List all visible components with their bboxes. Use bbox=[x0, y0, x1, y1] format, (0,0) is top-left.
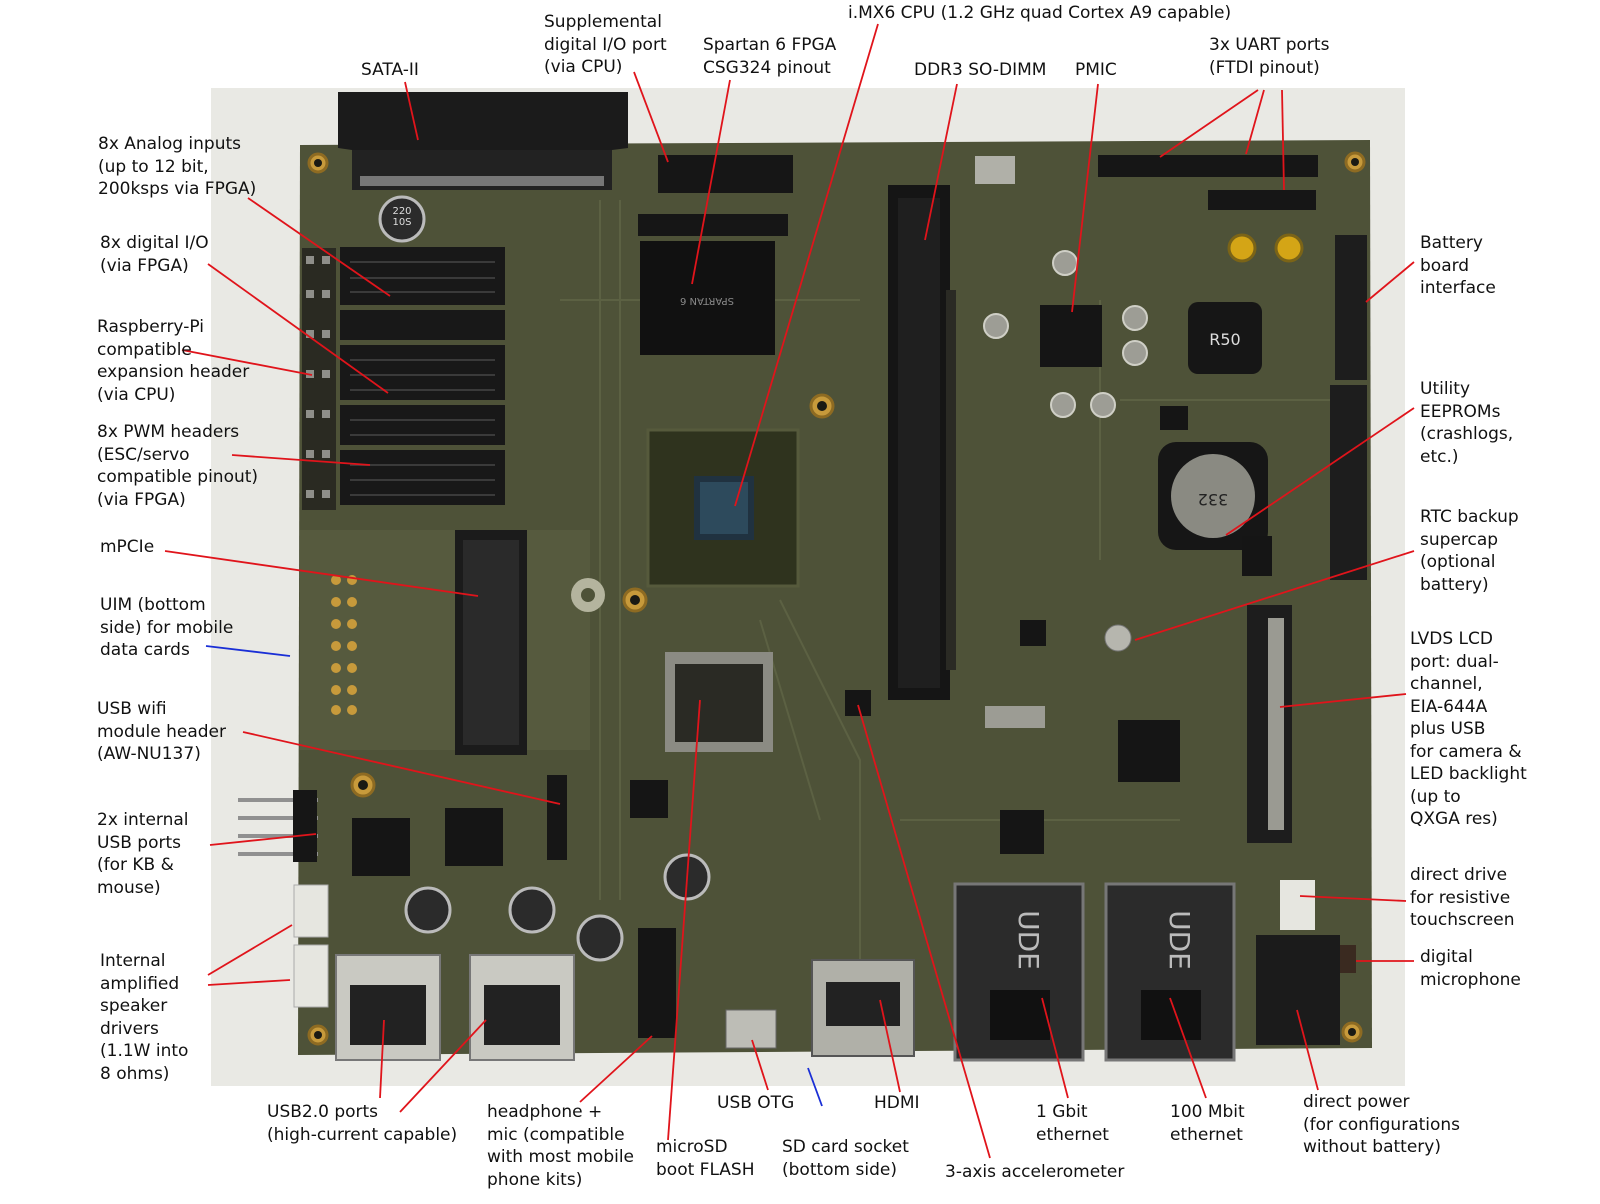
sata-connector bbox=[338, 92, 628, 190]
label-usb-otg: USB OTG bbox=[717, 1093, 795, 1113]
headphone-jack bbox=[638, 928, 676, 1038]
speaker-connectors bbox=[293, 884, 329, 1008]
touchscreen-connector bbox=[1280, 880, 1315, 930]
label-microphone: digital microphone bbox=[1420, 947, 1521, 990]
usb-otg-port bbox=[725, 1009, 777, 1049]
label-speaker: Internal amplified speaker drivers (1.1W… bbox=[100, 951, 189, 1084]
ddr3-sodimm-slot bbox=[888, 156, 1045, 728]
rpi-pin-header bbox=[302, 248, 336, 510]
svg-text:10S: 10S bbox=[392, 217, 411, 228]
label-gbit-eth: 1 Gbit ethernet bbox=[1036, 1102, 1109, 1145]
label-uim: UIM (bottom side) for mobile data cards bbox=[100, 595, 234, 660]
svg-text:UDE: UDE bbox=[1012, 910, 1045, 970]
capacitor-top: 220 10S bbox=[378, 195, 426, 243]
label-usb2: USB2.0 ports (high-current capable) bbox=[267, 1102, 458, 1145]
digital-microphone bbox=[1340, 945, 1356, 973]
label-analog: 8x Analog inputs (up to 12 bit, 200ksps … bbox=[98, 134, 257, 199]
label-fpga: Spartan 6 FPGA CSG324 pinout bbox=[703, 35, 837, 78]
svg-text:SPARTAN 6: SPARTAN 6 bbox=[680, 295, 734, 306]
label-internal-usb: 2x internal USB ports (for KB & mouse) bbox=[97, 810, 189, 898]
label-sd-card: SD card socket (bottom side) bbox=[782, 1137, 909, 1180]
battery-connector bbox=[1330, 235, 1367, 580]
label-rtc: RTC backup supercap (optional battery) bbox=[1420, 507, 1519, 595]
push-buttons bbox=[1227, 233, 1304, 263]
label-sata: SATA-II bbox=[361, 60, 419, 80]
svg-text:R50: R50 bbox=[1209, 330, 1240, 349]
label-mpcie: mPCIe bbox=[100, 537, 155, 557]
hdmi-port bbox=[811, 959, 915, 1057]
inductor-small: R50 bbox=[1188, 302, 1262, 374]
label-digital-io: 8x digital I/O (via FPGA) bbox=[100, 233, 209, 276]
usb-wifi-header bbox=[547, 775, 567, 860]
label-ddr3: DDR3 SO-DIMM bbox=[914, 60, 1047, 80]
label-eeprom: Utility EEPROMs (crashlogs, etc.) bbox=[1420, 379, 1514, 467]
label-usb-wifi: USB wifi module header (AW-NU137) bbox=[97, 699, 227, 764]
label-accelerometer: 3-axis accelerometer bbox=[945, 1162, 1125, 1182]
smd-capacitors bbox=[983, 250, 1148, 418]
header-ribs bbox=[350, 261, 495, 496]
svg-text:UDE: UDE bbox=[1163, 910, 1196, 970]
cpu-package bbox=[646, 428, 800, 588]
svg-text:332: 332 bbox=[1198, 490, 1229, 509]
label-touchscreen: direct drive for resistive touchscreen bbox=[1410, 865, 1515, 930]
label-microsd: microSD boot FLASH bbox=[656, 1137, 755, 1180]
label-pwm: 8x PWM headers (ESC/servo compatible pin… bbox=[97, 422, 259, 510]
svg-text:220: 220 bbox=[392, 206, 411, 217]
microsd-socket bbox=[665, 652, 773, 752]
pmic-chip bbox=[1040, 305, 1102, 367]
label-supplemental-io: Supplemental digital I/O port (via CPU) bbox=[544, 12, 667, 77]
label-rpi: Raspberry-Pi compatible expansion header… bbox=[97, 317, 250, 405]
mpcie-socket bbox=[455, 530, 527, 755]
rtc-supercap bbox=[1104, 624, 1132, 652]
label-mbit-eth: 100 Mbit ethernet bbox=[1170, 1102, 1245, 1145]
label-cpu: i.MX6 CPU (1.2 GHz quad Cortex A9 capabl… bbox=[848, 3, 1232, 23]
label-lvds: LVDS LCD port: dual- channel, EIA-644A p… bbox=[1410, 629, 1527, 829]
fpga-chip: SPARTAN 6 bbox=[640, 241, 775, 355]
open-hardware-logo bbox=[571, 578, 605, 612]
inductor-large: 332 bbox=[1158, 442, 1268, 550]
label-headphone: headphone + mic (compatible with most mo… bbox=[487, 1102, 635, 1190]
label-pmic: PMIC bbox=[1075, 60, 1117, 80]
uart-headers bbox=[1098, 155, 1318, 210]
internal-usb-header bbox=[293, 790, 317, 862]
misc-ics bbox=[630, 406, 1272, 854]
label-direct-power: direct power (for configurations without… bbox=[1303, 1092, 1461, 1157]
usb2-ports bbox=[335, 954, 575, 1061]
lvds-connector bbox=[1247, 605, 1292, 843]
label-uart: 3x UART ports (FTDI pinout) bbox=[1209, 35, 1330, 78]
label-hdmi: HDMI bbox=[874, 1093, 920, 1113]
label-battery: Battery board interface bbox=[1420, 233, 1496, 298]
power-jack bbox=[1256, 935, 1340, 1045]
mpcie-region bbox=[300, 530, 590, 750]
usb-hub-chips bbox=[352, 808, 503, 876]
